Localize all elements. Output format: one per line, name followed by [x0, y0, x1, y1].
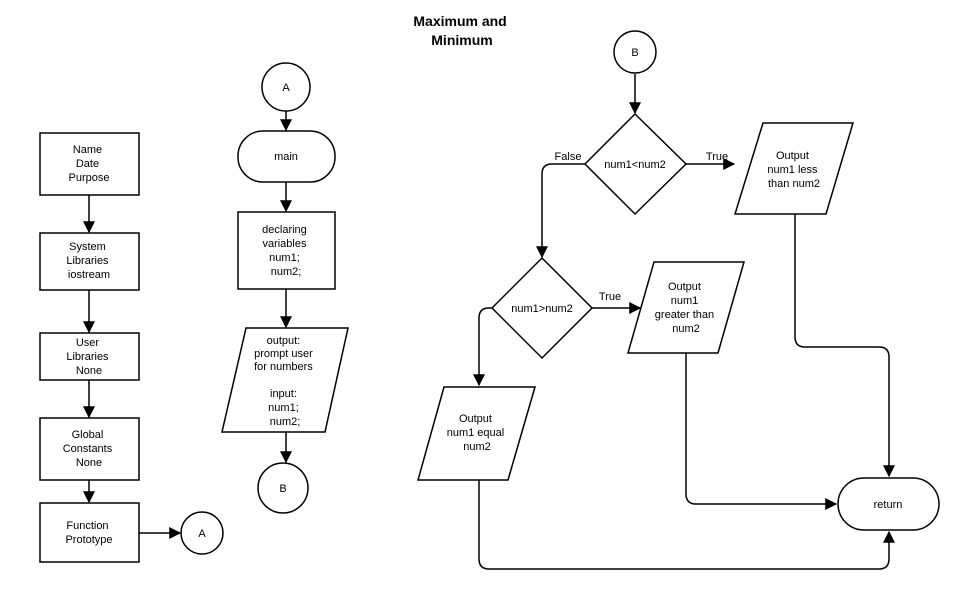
edge-less-out-to-return	[794, 214, 895, 478]
svg-text:Output num1 greate: Output num1 greater than num2	[655, 281, 717, 335]
svg-text:Global Constants N: Global Constants None	[63, 429, 116, 469]
edge-label-true-less: True	[706, 151, 728, 163]
connector-a-left: A	[180, 511, 224, 555]
svg-text:num1<num2: num1<num2	[604, 159, 665, 171]
svg-text:A: A	[282, 82, 290, 94]
svg-text:return: return	[874, 499, 903, 511]
svg-text:declaring variables: declaring variables num1; num2;	[262, 224, 310, 278]
connector-b-bottom: B	[257, 462, 309, 514]
decision-less-than: num1<num2	[583, 112, 688, 216]
svg-text:num1>num2: num1>num2	[511, 303, 572, 315]
diagram-title: Maximum and Minimum	[413, 13, 510, 48]
svg-text:B: B	[279, 483, 286, 495]
node-declaring-variables: declaring variables num1; num2;	[237, 211, 336, 290]
decision-greater-than: num1>num2	[490, 256, 594, 360]
node-input-output: output: prompt user for numbers input: n…	[221, 327, 349, 433]
edge-less-false	[536, 163, 585, 259]
node-function-prototype: Function Prototype	[39, 502, 140, 563]
edge-label-false: False	[555, 151, 582, 163]
svg-text:output: prompt user: output: prompt user for numbers input: n…	[254, 335, 316, 428]
edge-label-true-greater: True	[599, 291, 621, 303]
edges	[83, 74, 895, 570]
edge-greater-false	[473, 307, 492, 387]
svg-text:main: main	[274, 151, 298, 163]
svg-text:Name Date Purpose: Name Date Purpose	[69, 144, 110, 184]
svg-text:B: B	[631, 47, 638, 59]
svg-text:Output num1 less t: Output num1 less than num2	[767, 150, 820, 190]
output-less-than: Output num1 less than num2	[733, 122, 855, 215]
edge-greater-out-to-return	[685, 353, 838, 510]
node-global-constants: Global Constants None	[39, 417, 140, 481]
svg-text:Output num1 equal: Output num1 equal num2	[447, 413, 508, 453]
svg-text:User Libraries Non: User Libraries None	[66, 337, 111, 377]
svg-text:System Libraries i: System Libraries iostream	[66, 241, 111, 281]
node-user-libraries: User Libraries None	[39, 332, 140, 381]
connector-a-top: A	[261, 62, 311, 112]
svg-text:A: A	[198, 528, 206, 540]
edge-equal-out-to-return	[478, 480, 895, 570]
node-system-libraries: System Libraries iostream	[39, 232, 140, 291]
node-main: main	[237, 130, 336, 183]
svg-text:Function Prototype: Function Prototype	[65, 520, 112, 546]
node-return: return	[837, 477, 940, 531]
node-header: Name Date Purpose	[39, 132, 140, 196]
connector-b-top: B	[613, 30, 657, 74]
output-greater-than: Output num1 greater than num2	[627, 261, 745, 354]
output-equal: Output num1 equal num2	[417, 386, 536, 481]
